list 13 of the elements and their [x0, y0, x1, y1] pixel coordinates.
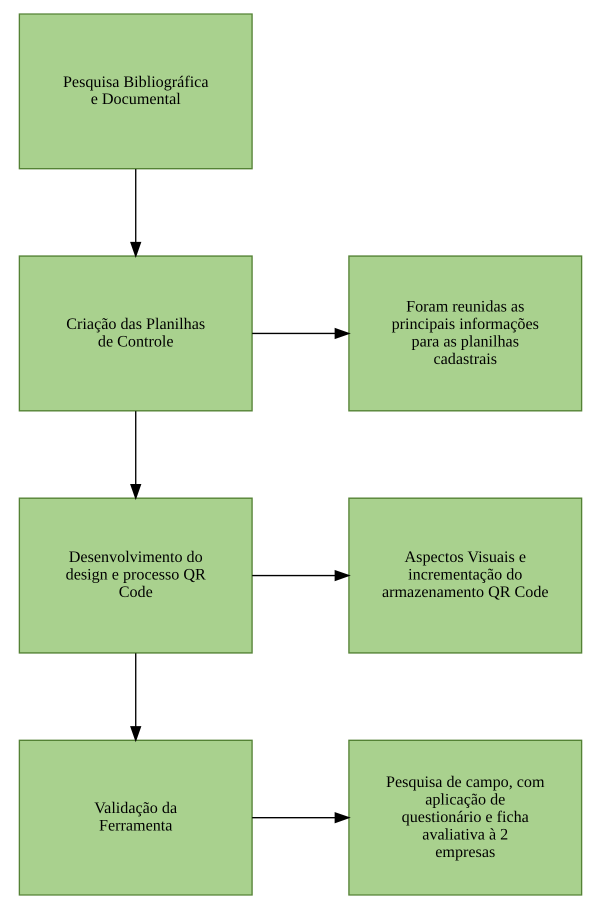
arrow [252, 570, 350, 582]
arrow [252, 812, 350, 824]
node-box: Criação das Planilhas de Controle [18, 255, 252, 412]
node-box: Validação da Ferramenta [18, 740, 252, 896]
node-box: Desenvolvimento do design e processo QR Code [18, 498, 252, 654]
arrow [130, 169, 141, 258]
arrow [252, 328, 350, 340]
node-box: Pesquisa de campo, com aplicação de questionário e ficha avaliativa à 2 empresas [348, 740, 582, 896]
node-box: Pesquisa Bibliográfica e Documental [18, 13, 252, 170]
arrow [130, 411, 141, 500]
node-box: Foram reunidas as principais informações para as planilhas cadastrais [348, 255, 582, 412]
arrow [130, 653, 141, 742]
node-box: Aspectos Visuais e incrementação do armazenamento QR Code [348, 498, 582, 654]
